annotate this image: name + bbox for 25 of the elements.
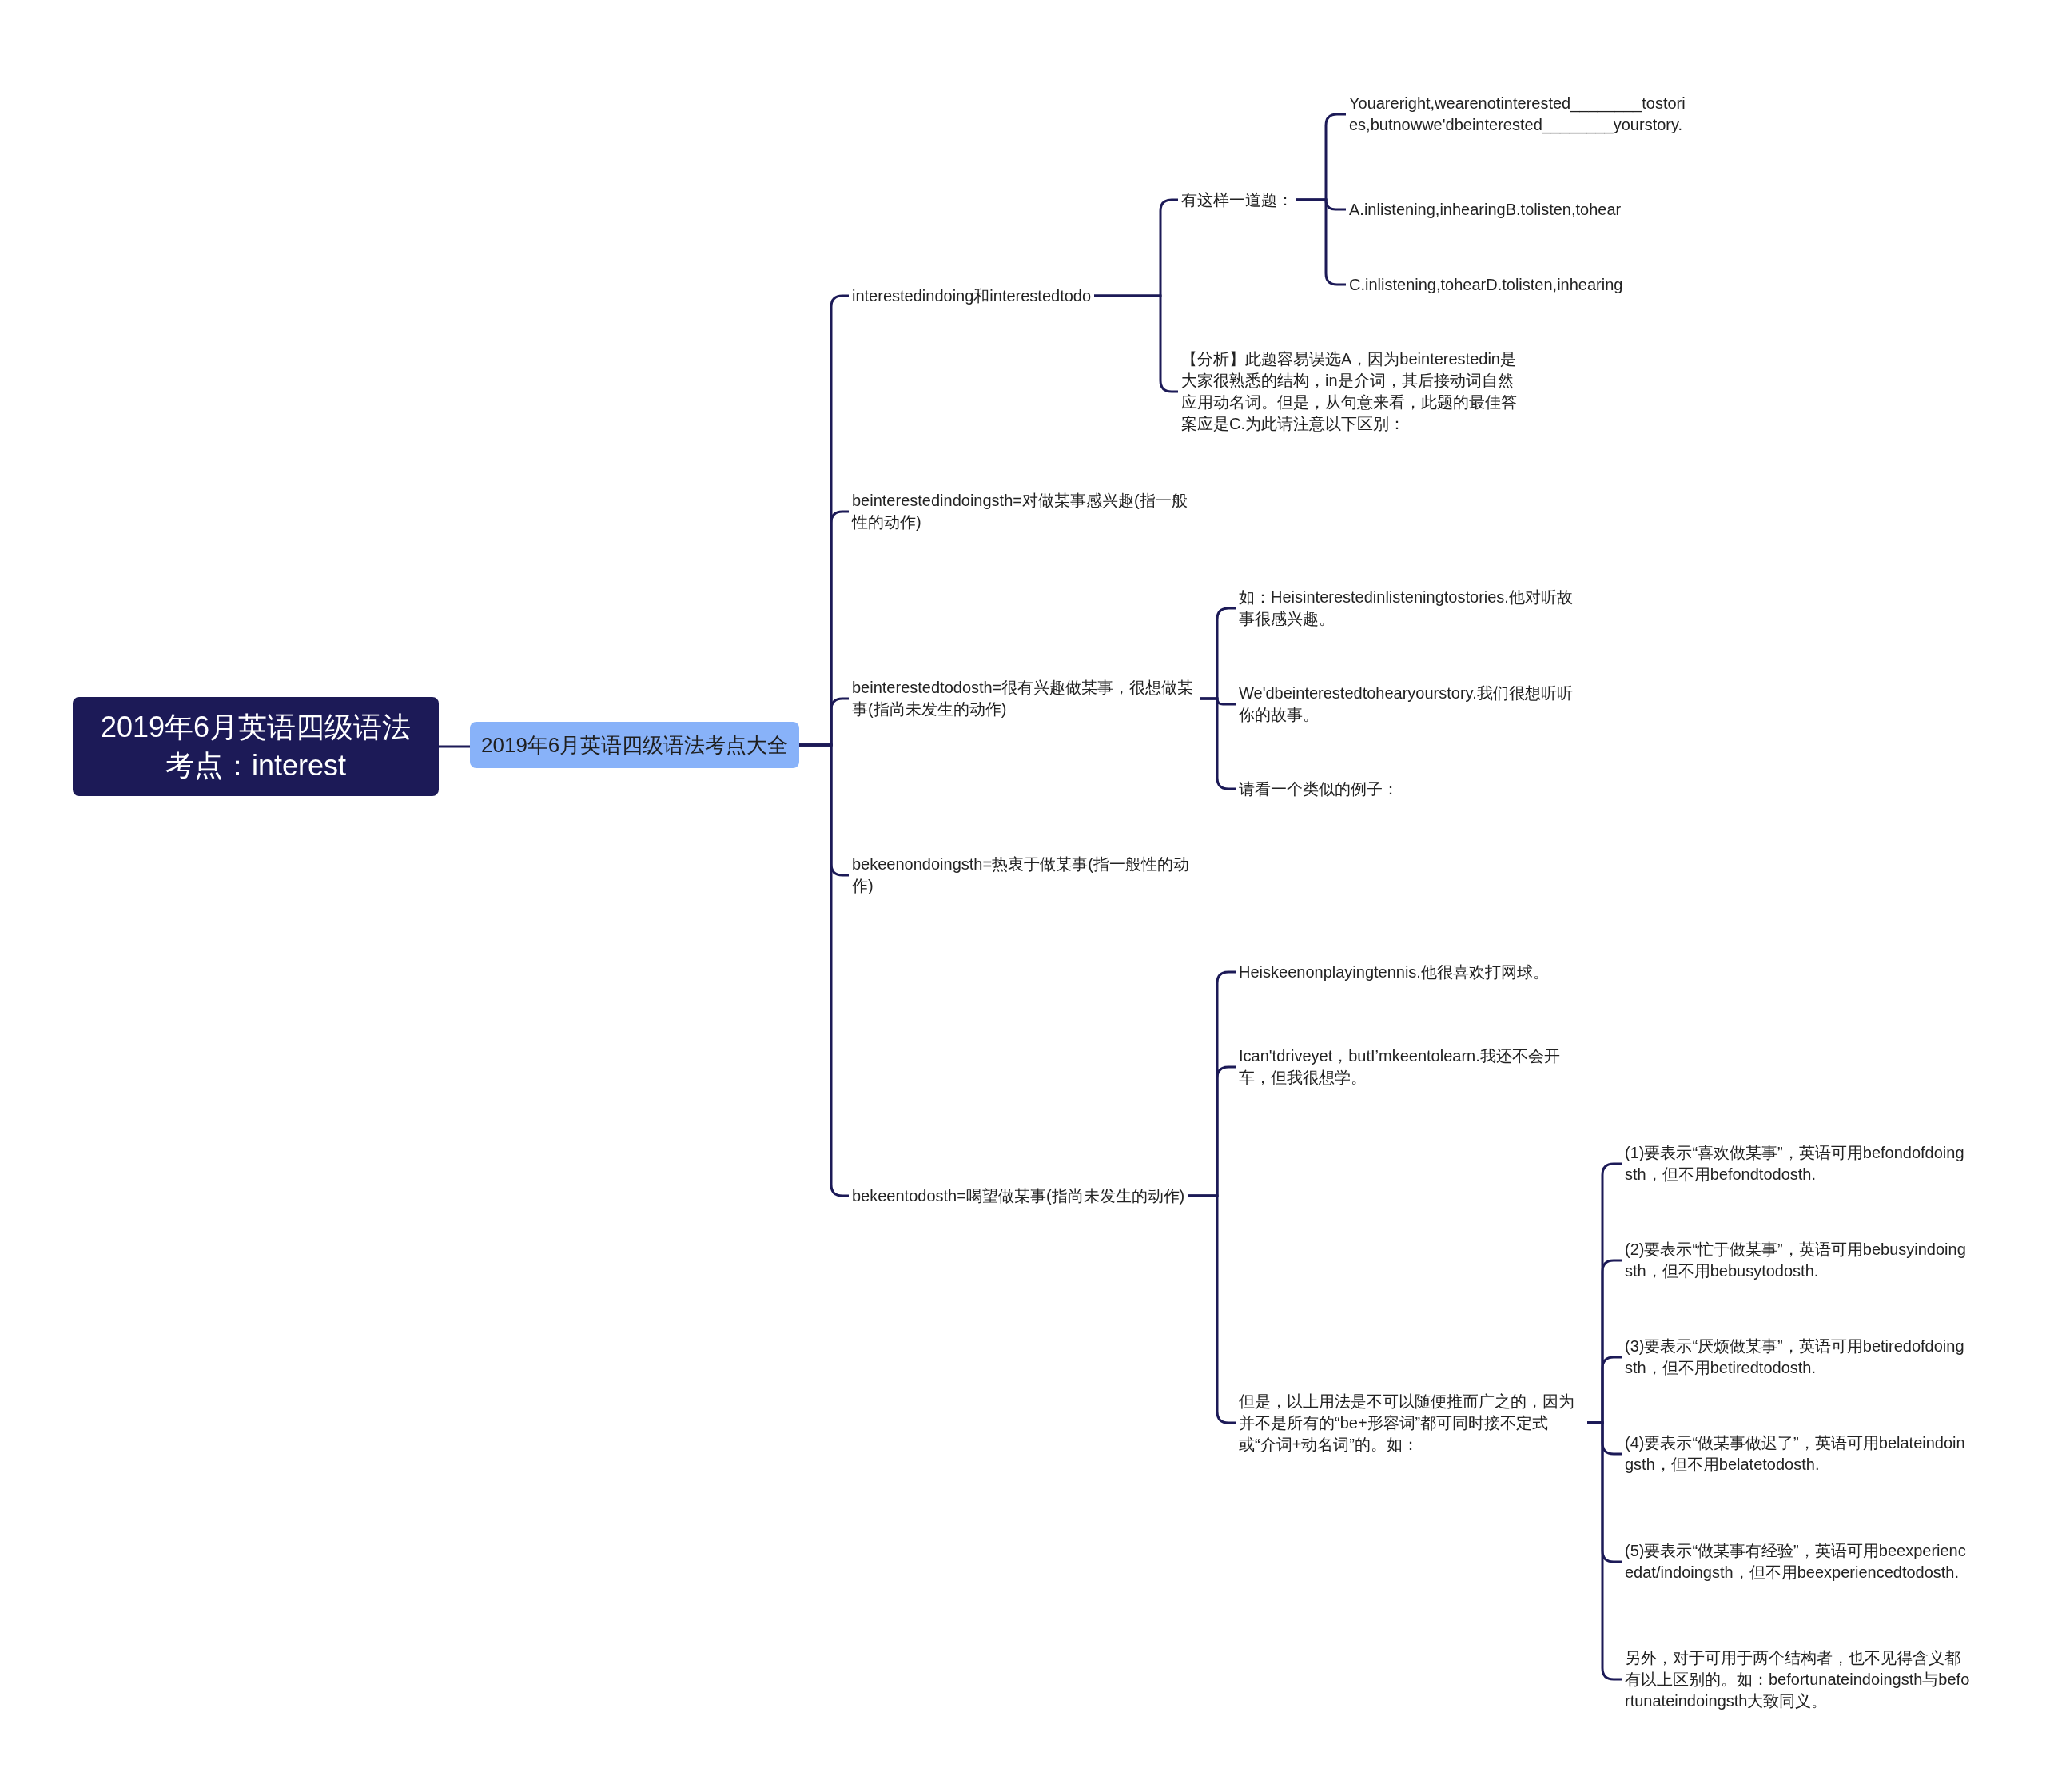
topic-text: (3)要表示“厌烦做某事”，英语可用betiredofdoingsth，但不用betiredtodosth. xyxy=(1622,1334,1973,1380)
topic-text: beinterestedindoingsth=对做某事感兴趣(指一般性的动作) xyxy=(849,488,1192,535)
topic-text: 【分析】此题容易误选A，因为beinterestedin是大家很熟悉的结构，in是介词，其后接动词自然应用动名词。但是，从句意来看，此题的最佳答案应是C.为此请注意以下区别： xyxy=(1178,347,1530,436)
topic-text: (1)要表示“喜欢做某事”，英语可用befondofdoingsth，但不用befondtodosth. xyxy=(1622,1141,1973,1187)
topic-text: (4)要表示“做某事做迟了”，英语可用belateindoingsth，但不用belatetodosth. xyxy=(1622,1431,1973,1477)
topic-text: (5)要表示“做某事有经验”，英语可用beexperiencedat/indoingsth，但不用beexperiencedtodosth. xyxy=(1622,1539,1973,1585)
root-topic-box: 2019年6月英语四级语法考点：interest xyxy=(73,697,439,796)
topic-text: 但是，以上用法是不可以随便推而广之的，因为并不是所有的“be+形容词”都可同时接不定式或“介词+动名词”的。如： xyxy=(1236,1388,1587,1457)
topic-text: Heiskeenonplayingtennis.他很喜欢打网球。 xyxy=(1236,959,1552,985)
connector-line xyxy=(439,745,470,748)
topic-text: interestedindoing和interestedtodo xyxy=(849,283,1095,309)
topic-text: We'dbeinterestedtohearyourstory.我们很想听听你的故事。 xyxy=(1236,681,1579,727)
topic-text: 有这样一道题： xyxy=(1178,187,1296,213)
topic-text: A.inlistening,inhearingB.tolisten,tohear xyxy=(1346,197,1625,222)
topic-text: C.inlistening,tohearD.tolisten,inhearing xyxy=(1346,272,1626,297)
topic-text: Ican'tdriveyet，butI’mkeentolearn.我还不会开车，但我很想学。 xyxy=(1236,1044,1579,1090)
subtopic-box: 2019年6月英语四级语法考点大全 xyxy=(470,722,800,768)
topic-text: beinterestedtodosth=很有兴趣做某事，很想做某事(指尚未发生的动作) xyxy=(849,675,1200,722)
topic-text: (2)要表示“忙于做某事”，英语可用bebusyindoingsth，但不用bebusytodosth. xyxy=(1622,1237,1973,1284)
topic-text: 另外，对于可用于两个结构者，也不见得含义都有以上区别的。如：befortunateindoingsth与befortunateindoingsth大致同义。 xyxy=(1622,1645,1973,1714)
topic-text: 如：Heisinterestedinlisteningtostories.他对听故事很感兴趣。 xyxy=(1236,585,1579,631)
topic-text: bekeentodosth=喝望做某事(指尚未发生的动作) xyxy=(849,1183,1188,1209)
topic-text: 请看一个类似的例子： xyxy=(1236,776,1402,802)
topic-text: bekeenondoingsth=热衷于做某事(指一般性的动作) xyxy=(849,852,1192,898)
topic-text: Youareright,wearenotinterested________tostories,butnowwe'dbeinterested________yourstory. xyxy=(1346,91,1690,137)
